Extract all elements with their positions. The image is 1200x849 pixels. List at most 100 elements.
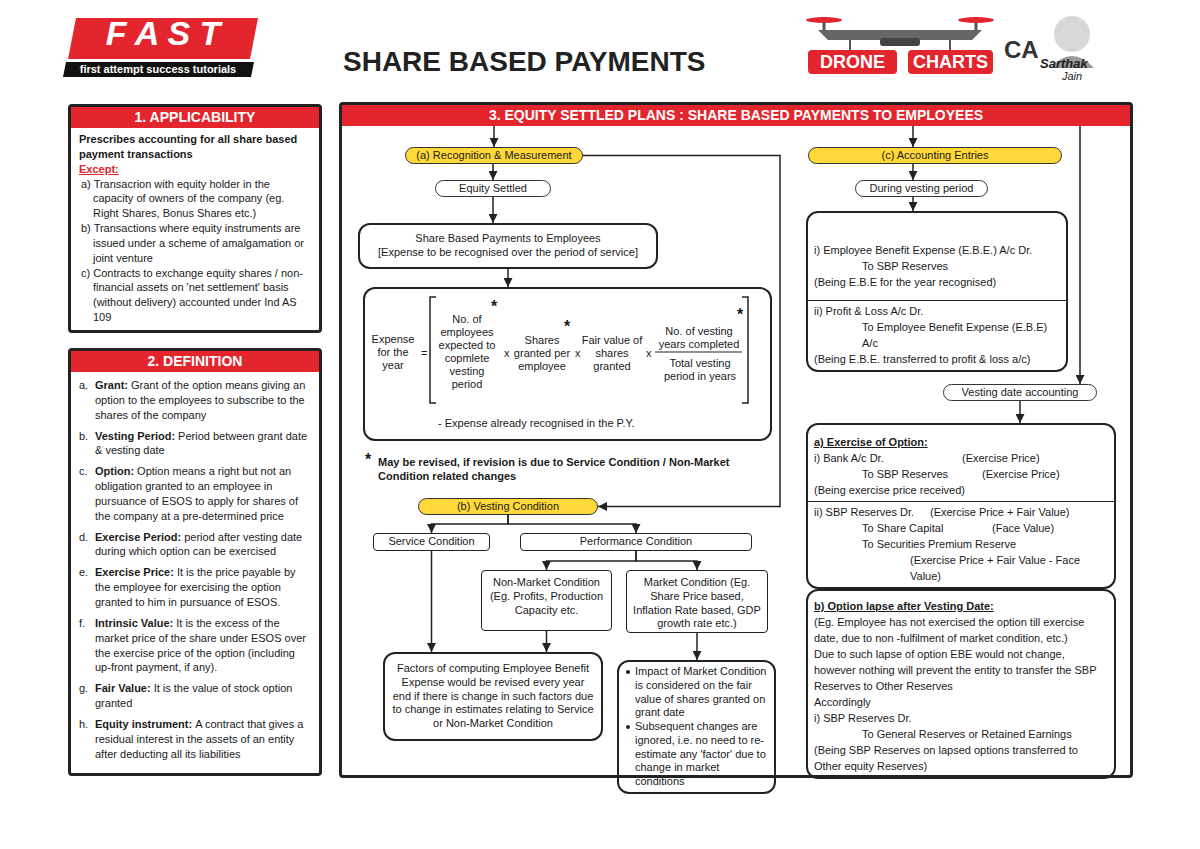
section-panel-text: 1. APPLICABILITY bbox=[135, 109, 256, 125]
text-row: Factors of computing Employee Benefit Ex… bbox=[391, 662, 595, 731]
condition-box-text: Service Condition bbox=[388, 535, 474, 547]
journal-box-text: To Share Capital bbox=[862, 520, 992, 536]
journal-box-text: ii) Profit & Loss A/c Dr. bbox=[814, 305, 923, 317]
journal-box-text: (Exercise Price) bbox=[982, 466, 1060, 482]
flow-arrow bbox=[432, 515, 509, 533]
footnote-mark: * bbox=[365, 451, 371, 469]
step-pill-text: Equity Settled bbox=[459, 182, 527, 194]
step-pill: (a) Recognition & Measurement bbox=[405, 147, 583, 164]
section-panel-text: Fair Value: bbox=[95, 682, 151, 694]
section-panel-text: g. bbox=[79, 681, 95, 696]
text-row: b) Option lapse after Vesting Date: bbox=[814, 598, 1108, 614]
logo-tagline: first attempt success tutorials bbox=[64, 63, 252, 75]
process-box-text: Factors of computing Employee Benefit Ex… bbox=[392, 662, 593, 729]
logo-text: F A S T bbox=[70, 14, 256, 53]
text-row: To Share Capital(Face Value) bbox=[814, 520, 1108, 536]
step-pill-text: (c) Accounting Entries bbox=[882, 149, 989, 161]
text-row: = bbox=[421, 347, 427, 360]
section-panel-text: Equity instrument: bbox=[95, 718, 192, 730]
journal-box-text: Accordingly bbox=[814, 696, 871, 708]
text-row: 1. APPLICABILITY bbox=[71, 107, 319, 128]
text-row: Share Based Payments to Employees bbox=[366, 232, 650, 246]
journal-box-text: (Being SBP Reserves on lapsed options tr… bbox=[814, 744, 1078, 772]
journal-box-text: (Exercise Price + Fair Value - Face Valu… bbox=[910, 554, 1080, 582]
text-row: b.Vesting Period:Period between grant da… bbox=[71, 429, 319, 459]
text-row: To SBP Reserves bbox=[814, 258, 1060, 274]
flow-arrow bbox=[912, 197, 914, 211]
text-row: (c) Accounting Entries bbox=[809, 148, 1061, 162]
text-row: Except: bbox=[71, 162, 319, 177]
section-panel: 2. DEFINITIONa.Grant:Grant of the option… bbox=[68, 348, 322, 776]
text-row: Impact of Market Condition is considered… bbox=[625, 665, 768, 720]
text-row: * bbox=[564, 319, 570, 335]
formula-box-text: Expense for the year bbox=[372, 333, 415, 371]
text-row: Accordingly bbox=[814, 694, 1108, 710]
section-panel-text: c) Contracts to exchange equity shares /… bbox=[81, 267, 303, 324]
step-pill-text: Vesting date accounting bbox=[962, 386, 1079, 398]
step-pill-text: (b) Vesting Condition bbox=[457, 500, 559, 512]
text-row: Expense for the year bbox=[369, 333, 417, 372]
flow-arrow bbox=[431, 551, 433, 652]
text-row: 3. EQUITY SETTLED PLANS : SHARE BASED PA… bbox=[342, 105, 1130, 126]
section-panel-text: 3. EQUITY SETTLED PLANS : SHARE BASED PA… bbox=[489, 107, 983, 123]
journal-box-text: i) SBP Reserves Dr. bbox=[814, 712, 912, 724]
fraction-line bbox=[655, 352, 742, 353]
text-row: ii) Profit & Loss A/c Dr. bbox=[808, 300, 1066, 319]
text-row: c.Option:Option means a right but not an… bbox=[71, 464, 319, 523]
formula-box-text: x bbox=[504, 347, 510, 359]
section-panel-text: Intrinsic Value: bbox=[95, 617, 173, 629]
text-row: (Being SBP Reserves on lapsed options tr… bbox=[814, 742, 1108, 774]
journal-box-text: To SBP Reserves bbox=[862, 260, 948, 272]
journal-box-text: To General Reserves or Retained Earnings bbox=[862, 728, 1072, 740]
process-box: Factors of computing Employee Benefit Ex… bbox=[383, 652, 603, 741]
text-row: x bbox=[575, 347, 581, 360]
section-panel: 3. EQUITY SETTLED PLANS : SHARE BASED PA… bbox=[339, 102, 1133, 778]
text-row: c) Contracts to exchange equity shares /… bbox=[71, 266, 319, 325]
text-row: a) Transacrion with equity holder in the… bbox=[71, 177, 319, 222]
drone-arm bbox=[823, 22, 826, 30]
formula-box-text: Fair value of shares granted bbox=[582, 334, 643, 372]
flow-arrow bbox=[636, 551, 697, 570]
section-panel: 1. APPLICABILITYPrescribes accounting fo… bbox=[68, 104, 322, 333]
text-row: * bbox=[737, 307, 743, 323]
text-row: To Employee Benefit Expense (E.B.E) A/c bbox=[814, 319, 1060, 351]
step-pill: (b) Vesting Condition bbox=[418, 498, 598, 515]
logo-bar bbox=[63, 62, 254, 77]
drone-leg bbox=[949, 40, 951, 50]
drone-camera bbox=[880, 38, 920, 46]
text-row: Shares granted per employee bbox=[510, 334, 574, 373]
text-row: 2. DEFINITION bbox=[71, 351, 319, 372]
text-row: d.Exercise Period:period after vesting d… bbox=[71, 530, 319, 560]
journal-box-text: (Face Value) bbox=[992, 520, 1054, 536]
journal-box-text: (Exercise Price) bbox=[962, 450, 1040, 466]
drone-leg bbox=[849, 40, 851, 50]
section-panel-text: e. bbox=[79, 565, 95, 580]
step-pill-text: (a) Recognition & Measurement bbox=[416, 149, 571, 161]
text-row: (Being E.B.E for the year recognised) bbox=[814, 274, 1060, 290]
journal-box: i) Employee Benefit Expense (E.B.E.) A/c… bbox=[806, 211, 1068, 372]
journal-box-text: To Securities Premium Reserve bbox=[862, 538, 1016, 550]
section-panel-text: Except: bbox=[79, 163, 119, 175]
logo-text: DRONE bbox=[808, 52, 897, 73]
flow-arrow bbox=[547, 551, 637, 570]
condition-box: Market Condition (Eg. Share Price based,… bbox=[626, 570, 768, 633]
formula-box-text: No. of vesting years completed bbox=[659, 325, 740, 350]
formula-box-text: = bbox=[421, 347, 427, 359]
formula-box-text: No. of employees expected to copmlete ve… bbox=[439, 313, 496, 390]
text-row: g.Fair Value:It is the value of stock op… bbox=[71, 681, 319, 711]
process-box-text: Share Based Payments to Employees bbox=[415, 232, 600, 244]
flow-arrow bbox=[912, 164, 914, 180]
text-row: b) Transactions where equity instruments… bbox=[71, 221, 319, 266]
flow-arrow bbox=[507, 269, 509, 287]
text-row: Subsequent changes are ignored, i.e. no … bbox=[625, 720, 768, 789]
text-row: x bbox=[646, 347, 652, 360]
section-panel-text: 2. DEFINITION bbox=[148, 353, 243, 369]
journal-box-text: i) Bank A/c Dr. bbox=[814, 450, 962, 466]
text-row: Vesting date accounting bbox=[944, 385, 1096, 399]
process-box: Impact of Market Condition is considered… bbox=[617, 660, 776, 794]
journal-box-text: (Being E.B.E. transferred to profit & lo… bbox=[814, 353, 1030, 365]
section-panel-text: Vesting Period: bbox=[95, 430, 175, 442]
condition-box-text: Non-Market Condition (Eg. Profits, Produ… bbox=[490, 576, 603, 616]
journal-box: a) Exercise of Option:i) Bank A/c Dr.(Ex… bbox=[806, 423, 1116, 589]
formula-box-text: * bbox=[564, 318, 570, 335]
